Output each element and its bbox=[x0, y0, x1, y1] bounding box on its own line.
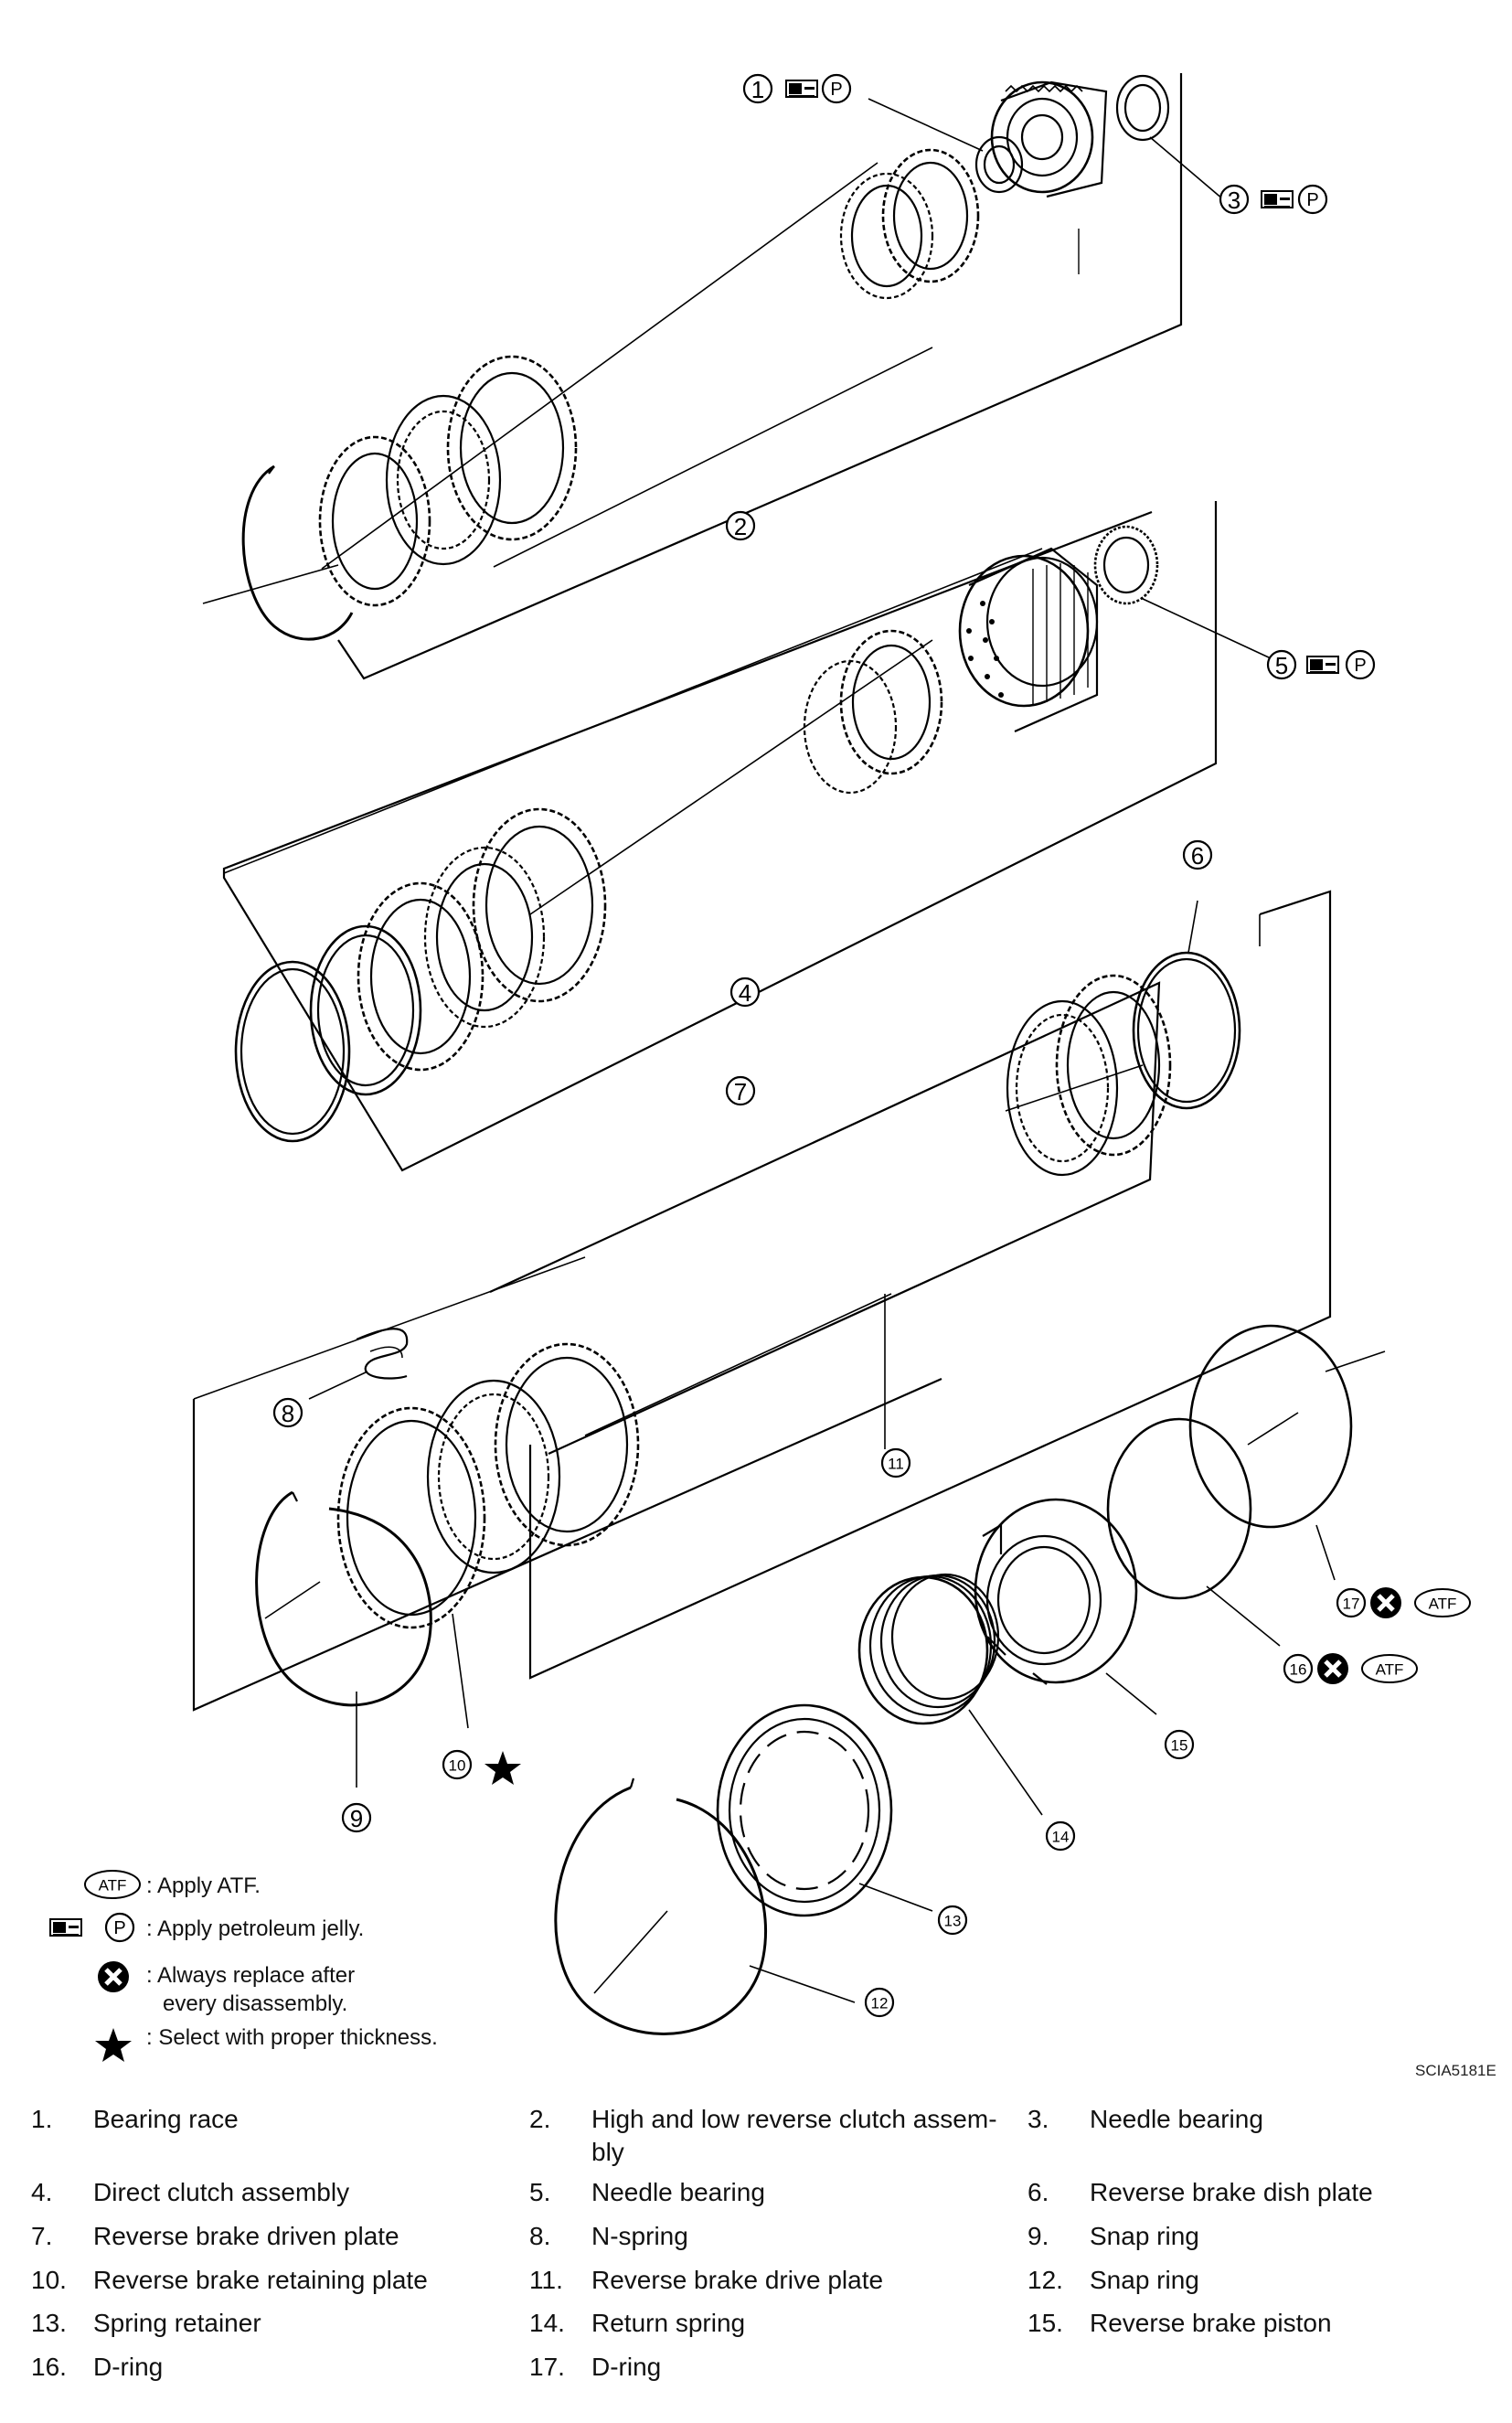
callout-5: 5 bbox=[1275, 652, 1288, 679]
callout-3: 3 bbox=[1228, 187, 1240, 214]
part-number: 12. bbox=[1028, 2266, 1063, 2294]
atf-icon bbox=[1361, 1588, 1471, 1683]
star-icon bbox=[484, 1751, 521, 1785]
atf-symbol: ATF bbox=[1376, 1661, 1404, 1679]
part-name: Return spring bbox=[591, 2309, 746, 2337]
part-name: Reverse brake dish plate bbox=[1090, 2178, 1373, 2206]
part-number: 1. bbox=[31, 2105, 53, 2133]
part-name: Snap ring bbox=[1090, 2222, 1199, 2250]
part-number: 17. bbox=[529, 2353, 565, 2381]
petroleum-symbol: P bbox=[1306, 190, 1318, 210]
part-name: Reverse brake driven plate bbox=[93, 2222, 399, 2250]
callout-10: 10 bbox=[449, 1757, 466, 1775]
star-icon bbox=[95, 2028, 132, 2062]
part-number: 4. bbox=[31, 2178, 53, 2206]
part-name: Reverse brake drive plate bbox=[591, 2266, 884, 2294]
callout-15: 15 bbox=[1171, 1737, 1188, 1755]
callout-6: 6 bbox=[1191, 842, 1204, 870]
atf-symbol: ATF bbox=[1429, 1596, 1457, 1613]
legend-petroleum-text: : Apply petroleum jelly. bbox=[146, 1916, 364, 1941]
petroleum-symbol: P bbox=[1354, 656, 1366, 676]
callout-17: 17 bbox=[1343, 1596, 1360, 1613]
callout-11: 11 bbox=[888, 1456, 904, 1473]
bearing-race-1 bbox=[974, 135, 1024, 194]
part-number: 8. bbox=[529, 2222, 551, 2250]
part-number: 11. bbox=[529, 2266, 563, 2294]
callout-8: 8 bbox=[282, 1400, 294, 1427]
callout-12: 12 bbox=[871, 1995, 889, 2012]
petroleum-symbol: P bbox=[113, 1918, 125, 1938]
part-name: D-ring bbox=[93, 2353, 164, 2381]
part-number: 15. bbox=[1028, 2309, 1063, 2337]
part-name: Snap ring bbox=[1090, 2266, 1199, 2294]
legend: ATF : Apply ATF. P : Apply petroleum jel… bbox=[49, 1870, 438, 2062]
atf-icon bbox=[84, 1870, 141, 1899]
part-number: 9. bbox=[1028, 2222, 1049, 2250]
legend-thickness-text: : Select with proper thickness. bbox=[146, 2025, 438, 2050]
part-name: Needle bearing bbox=[1090, 2105, 1263, 2133]
part-name: Reverse brake retaining plate bbox=[93, 2266, 428, 2294]
legend-atf-text: : Apply ATF. bbox=[146, 1873, 261, 1898]
part-name: High and low reverse clutch assem-bly bbox=[591, 2105, 997, 2166]
part-number: 5. bbox=[529, 2178, 551, 2206]
part-number: 2. bbox=[529, 2105, 551, 2133]
petroleum-symbol: P bbox=[830, 80, 842, 100]
callout-1: 1 bbox=[751, 76, 764, 103]
legend-replace-text-2: every disassembly. bbox=[163, 1991, 347, 2016]
petroleum-jelly-icon bbox=[785, 73, 1376, 680]
replace-icon bbox=[98, 1961, 129, 1992]
part-name: Direct clutch assembly bbox=[93, 2178, 350, 2206]
atf-symbol: ATF bbox=[99, 1877, 127, 1895]
part-name: Bearing race bbox=[93, 2105, 239, 2133]
callout-2: 2 bbox=[734, 513, 747, 540]
part-number: 16. bbox=[31, 2353, 67, 2381]
part-number: 13. bbox=[31, 2309, 67, 2337]
part-name: N-spring bbox=[591, 2222, 688, 2250]
callout-14: 14 bbox=[1052, 1829, 1070, 1846]
callout-4: 4 bbox=[739, 979, 751, 1007]
figure-code: SCIA5181E bbox=[1415, 2062, 1496, 2079]
part-name: D-ring bbox=[591, 2353, 662, 2381]
part-number: 14. bbox=[529, 2309, 565, 2337]
part-name: Reverse brake piston bbox=[1090, 2309, 1332, 2337]
part-number: 3. bbox=[1028, 2105, 1049, 2133]
petroleum-jelly-icon bbox=[49, 1918, 82, 1937]
callout-13: 13 bbox=[944, 1913, 962, 1930]
callout-16: 16 bbox=[1290, 1661, 1307, 1679]
callout-7: 7 bbox=[734, 1078, 747, 1105]
part-number: 10. bbox=[31, 2266, 67, 2294]
part-name: Needle bearing bbox=[591, 2178, 765, 2206]
exploded-view-diagram: 1 3 2 4 5 6 7 8 9 10 11 12 13 14 15 16 1… bbox=[49, 73, 1471, 2062]
part-number: 7. bbox=[31, 2222, 53, 2250]
legend-replace-text-1: : Always replace after bbox=[146, 1963, 355, 1988]
part-number: 6. bbox=[1028, 2178, 1049, 2206]
callout-9: 9 bbox=[350, 1805, 363, 1832]
part-name: Spring retainer bbox=[93, 2309, 261, 2337]
